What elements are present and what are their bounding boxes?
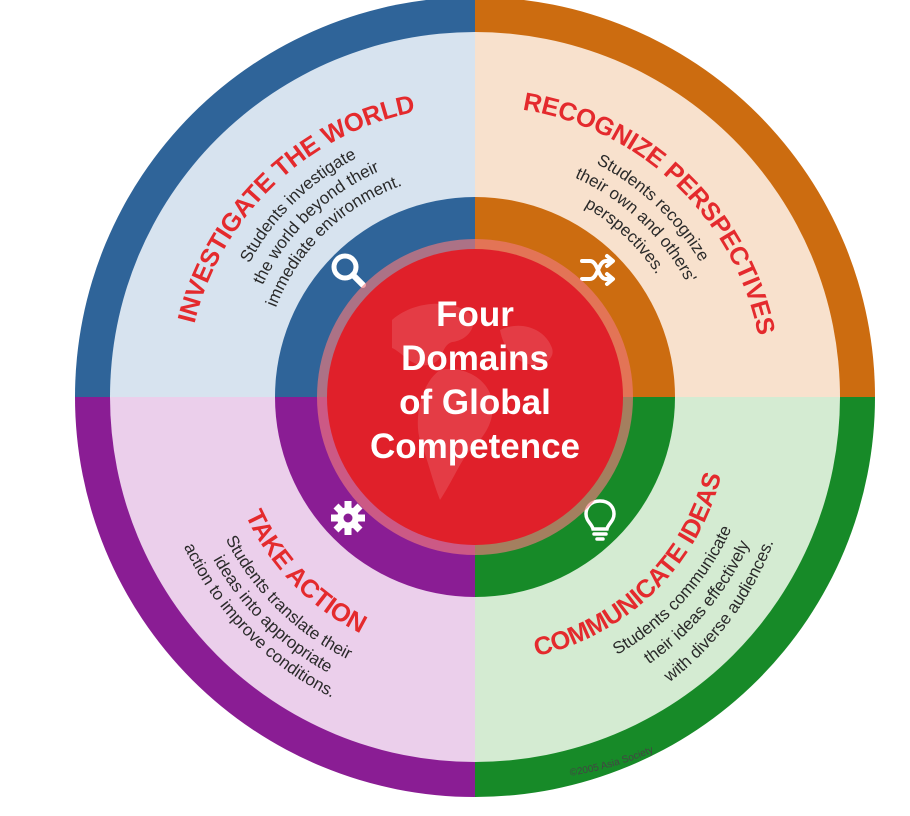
shuffle-icon (580, 254, 615, 286)
magnifier-icon (331, 253, 366, 288)
lightbulb-icon (584, 499, 616, 541)
center-disc: Four Domains of Global Competence (317, 239, 633, 555)
center-title-line: Domains (401, 339, 549, 378)
center-title-line: Four (436, 295, 514, 334)
center-title-line: of Global (399, 383, 551, 422)
gear-icon (331, 501, 365, 535)
center-title-line: Competence (370, 427, 580, 466)
globe-map-watermark (392, 303, 553, 500)
gear-tooth (344, 501, 352, 510)
gear-tooth (344, 526, 352, 535)
